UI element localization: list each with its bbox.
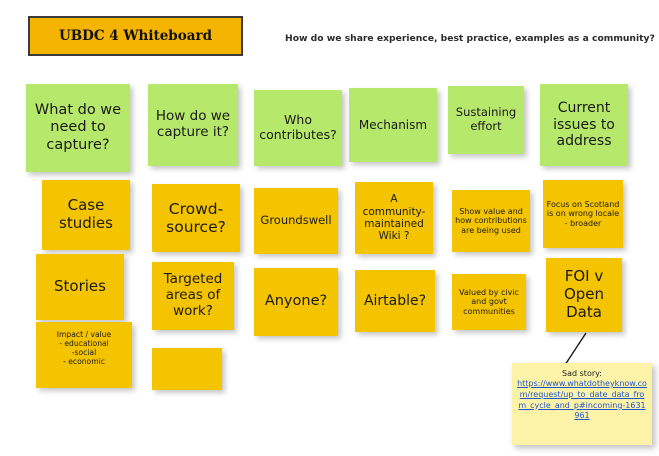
- header-question: How do we share experience, best practic…: [285, 33, 655, 44]
- sticky-note-text: Airtable?: [363, 292, 427, 309]
- column-heading-text-4: Mechanism: [358, 117, 428, 132]
- column-heading-note-4[interactable]: Mechanism: [349, 88, 437, 162]
- sticky-note-valued-by-communities[interactable]: Valued by civic and govt communities: [452, 274, 526, 330]
- sticky-note-community-wiki[interactable]: A community-maintained Wiki ?: [355, 182, 433, 254]
- sticky-note-text: Groundswell: [260, 213, 332, 228]
- sticky-note-text: Stories: [54, 277, 106, 296]
- sticky-note-stories[interactable]: Stories: [36, 254, 124, 320]
- sticky-note-text: Anyone?: [264, 293, 328, 310]
- column-heading-text-6: Current issues to address: [553, 100, 615, 150]
- column-heading-text-3: Who contributes?: [259, 112, 337, 142]
- sticky-note-blank[interactable]: [152, 348, 222, 390]
- column-heading-note-3[interactable]: Who contributes?: [254, 90, 342, 166]
- sticky-note-text: A community-maintained Wiki ?: [362, 193, 426, 243]
- sticky-note-airtable[interactable]: Airtable?: [355, 270, 435, 332]
- sticky-note-text: Valued by civic and govt communities: [459, 287, 519, 316]
- sticky-note-impact-value[interactable]: Impact / value - educational -social - e…: [36, 322, 132, 388]
- reference-note-label: Sad story:: [562, 369, 602, 378]
- sticky-note-text: Crowd-source?: [166, 199, 226, 236]
- sticky-note-foi-v-open-data[interactable]: FOI v Open Data: [546, 258, 622, 332]
- sticky-note-crowdsource[interactable]: Crowd-source?: [152, 184, 240, 252]
- sticky-note-groundswell[interactable]: Groundswell: [254, 188, 338, 254]
- sticky-note-case-studies[interactable]: Case studies: [42, 180, 130, 250]
- column-heading-note-5[interactable]: Sustaining effort: [448, 86, 524, 154]
- sticky-note-show-value[interactable]: Show value and how contributions are bei…: [452, 190, 530, 252]
- sticky-note-text: Impact / value - educational -social - e…: [56, 330, 112, 366]
- sticky-note-focus-scotland[interactable]: Focus on Scotland is on wrong locale - b…: [543, 180, 623, 248]
- sticky-note-text: Case studies: [59, 196, 113, 232]
- column-heading-note-1[interactable]: What do we need to capture?: [26, 84, 130, 172]
- reference-note-url[interactable]: https://www.whatdotheyknow.com/request/u…: [517, 379, 647, 421]
- column-heading-text-2: How do we capture it?: [155, 108, 231, 140]
- sticky-note-text: Show value and how contributions are bei…: [455, 206, 527, 235]
- sticky-note-text: Targeted areas of work?: [163, 271, 223, 319]
- sticky-note-text: Focus on Scotland is on wrong locale - b…: [546, 199, 620, 228]
- board-title: UBDC 4 Whiteboard: [58, 28, 213, 44]
- sticky-note-targeted-areas[interactable]: Targeted areas of work?: [152, 262, 234, 330]
- reference-note-sad-story[interactable]: Sad story: https://www.whatdotheyknow.co…: [512, 363, 652, 445]
- sticky-note-anyone[interactable]: Anyone?: [254, 268, 338, 336]
- column-heading-note-2[interactable]: How do we capture it?: [148, 84, 238, 166]
- board-title-box: UBDC 4 Whiteboard: [28, 16, 243, 56]
- column-heading-note-6[interactable]: Current issues to address: [540, 84, 628, 166]
- sticky-note-text: FOI v Open Data: [563, 267, 605, 321]
- column-heading-text-1: What do we need to capture?: [34, 102, 122, 153]
- column-heading-text-5: Sustaining effort: [455, 105, 517, 133]
